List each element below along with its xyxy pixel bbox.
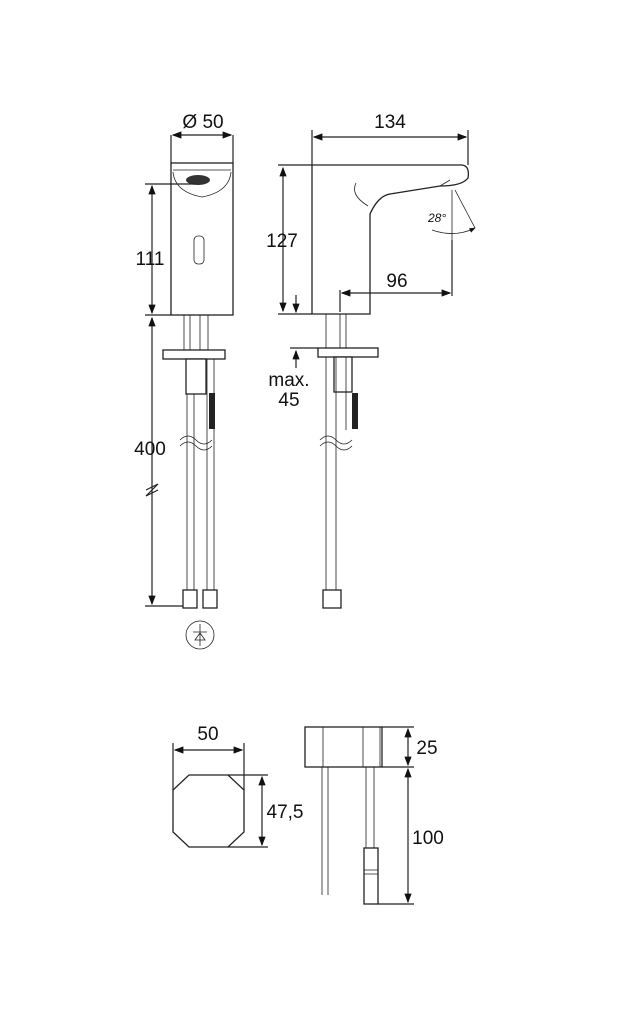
length-label: 134 — [374, 112, 406, 133]
reach-label: 96 — [386, 271, 407, 292]
side-view: 28° 134 127 96 max. 45 — [266, 112, 476, 609]
flange-width-label: 50 — [197, 724, 218, 745]
electronics-box — [304, 726, 383, 768]
angle-label: 28° — [427, 211, 446, 225]
box-height-label: 25 — [416, 738, 437, 759]
box-view: 25 100 — [304, 726, 444, 905]
cable-plug — [209, 393, 215, 429]
sensor-window — [193, 235, 205, 265]
octagon-flange — [172, 774, 245, 848]
break-mark — [179, 435, 213, 451]
tap-body-side — [311, 164, 470, 315]
side-height-label: 127 — [266, 231, 298, 252]
flange-depth-label: 47,5 — [267, 802, 304, 823]
check-valve-symbol-icon — [185, 620, 215, 650]
diameter-label: Ø 50 — [182, 112, 223, 133]
mounting-flange — [162, 349, 226, 360]
tap-head — [172, 169, 232, 198]
max-label-line2: 45 — [278, 390, 299, 411]
front-height-label: 111 — [136, 249, 165, 270]
hose-length-label: 400 — [134, 439, 166, 460]
hoses — [186, 359, 215, 590]
front-view: Ø 50 111 400 — [134, 112, 234, 650]
max-label-line1: max. — [268, 370, 309, 391]
box-plug — [363, 847, 379, 905]
flange-view: 50 47,5 — [172, 724, 304, 848]
cable-length-label: 100 — [412, 828, 444, 849]
aerator-icon — [186, 175, 210, 185]
tap-body-front — [170, 162, 234, 316]
